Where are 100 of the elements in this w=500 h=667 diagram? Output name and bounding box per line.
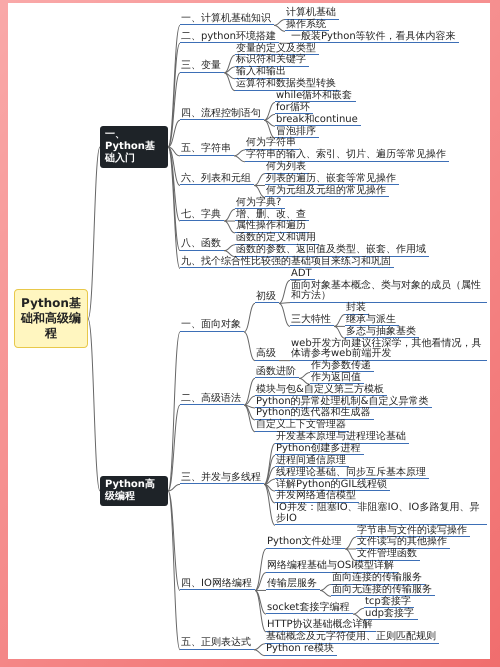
branch-connector	[264, 114, 276, 121]
subtopic-label: 何为列表	[265, 162, 309, 174]
subtopic-label: 面向连接的传输服务	[331, 573, 425, 584]
subtopic-label: udp套接字	[364, 608, 418, 620]
subtopic-label: 五、正则表达式	[180, 638, 254, 650]
subtopic-label: 二、python环境搭建	[180, 32, 279, 44]
subtopic-label: Python的迭代器和生成器	[255, 408, 374, 420]
subtopic-label: 属性操作和遍历	[235, 221, 309, 233]
branch-connector	[254, 184, 266, 198]
branch-connector	[274, 19, 286, 26]
main-topic-box: 一、Python基础入门	[100, 126, 168, 168]
subtopic-label: 文件管理函数	[356, 549, 420, 561]
subtopic-label: 何为字典?	[235, 198, 285, 210]
subtopic-label: HTTP协议基础概念详解	[266, 620, 376, 632]
subtopic-label: Python创建多进程	[275, 444, 364, 456]
branch-connector	[224, 66, 236, 74]
branch-connector	[298, 372, 310, 379]
subtopic-label: web开发方向建议往深学，其他看情况，具体请参考web前端开发	[290, 338, 487, 361]
branch-connector	[344, 536, 356, 550]
branch-connector	[224, 220, 236, 234]
branch-connector	[168, 72, 180, 148]
subtopic-label: 三、并发与多线程	[180, 472, 264, 484]
branch-connector	[168, 404, 180, 492]
subtopic-label: 标识符和关键字	[235, 55, 309, 67]
branch-connector	[254, 590, 266, 591]
branch-connector	[264, 120, 276, 139]
subtopic-label: 模块与包&自定义第三方模板	[255, 384, 387, 396]
subtopic-label: 一、面向对象	[180, 320, 244, 332]
subtopic-label: 开发基本原理与进程理论基础	[275, 432, 409, 444]
subtopic-label: 封装	[345, 303, 369, 315]
subtopic-label: 五、字符串	[180, 144, 234, 156]
branch-connector	[274, 24, 286, 32]
subtopic-label: 九、找个综合性比较强的基础项目来练习和巩固	[180, 256, 394, 268]
branch-connector	[264, 484, 276, 526]
subtopic-label: 三大特性	[290, 314, 334, 326]
subtopic-label: 文件读写的其他操作	[356, 537, 450, 549]
subtopic-label: ADT	[290, 268, 315, 280]
subtopic-label: Python文件处理	[266, 537, 345, 549]
branch-connector	[168, 490, 180, 591]
subtopic-label: 一般装Python等软件，看具体内容来	[290, 32, 459, 44]
branch-connector	[254, 572, 266, 591]
branch-connector	[320, 590, 332, 597]
branch-connector	[320, 584, 332, 591]
subtopic-label: 六、列表和元组	[180, 174, 254, 186]
subtopic-label: 运算符和数据类型转换	[235, 79, 339, 91]
branch-connector	[352, 608, 364, 615]
branch-connector	[224, 72, 236, 80]
subtopic-label: 自定义上下文管理器	[255, 420, 349, 432]
branch-connector	[278, 302, 290, 327]
subtopic-label: 列表的遍历、嵌套等常见操作	[265, 174, 399, 186]
subtopic-label: 七、字典	[180, 210, 224, 222]
branch-connector	[254, 548, 266, 591]
branch-connector	[278, 42, 290, 44]
branch-connector	[334, 314, 346, 327]
branch-connector	[244, 396, 256, 406]
branch-connector	[264, 466, 276, 485]
subtopic-label: 进程间通信原理	[275, 456, 349, 468]
branch-connector	[168, 146, 180, 186]
branch-connector	[224, 208, 236, 222]
subtopic-label: while循环和嵌套	[275, 90, 356, 102]
subtopic-label: 高级	[255, 349, 279, 361]
branch-connector	[334, 326, 346, 339]
subtopic-label: 一、计算机基础知识	[180, 14, 274, 26]
branch-connector	[168, 120, 180, 148]
branch-connector	[88, 318, 100, 492]
branch-connector	[264, 120, 276, 127]
branch-connector	[234, 155, 246, 162]
subtopic-label: 函数进阶	[255, 366, 299, 378]
branch-connector	[254, 590, 266, 632]
subtopic-label: 并发网络通信模型	[275, 491, 359, 503]
branch-connector	[244, 378, 256, 406]
subtopic-label: Python re模块	[265, 644, 337, 656]
branch-connector	[278, 360, 290, 362]
subtopic-label: 三、变量	[180, 61, 224, 73]
subtopic-label: 作为返回值	[310, 372, 364, 384]
branch-connector	[224, 220, 236, 222]
branch-connector	[168, 490, 180, 650]
subtopic-label: 操作系统	[285, 20, 329, 32]
subtopic-label: 线程理论基础、同步互斥基本原理	[275, 468, 429, 480]
branch-connector	[264, 443, 276, 485]
branch-connector	[264, 454, 276, 485]
branch-connector	[168, 146, 180, 156]
subtopic-label: 字符串的输入、索引、切片、遍历等常见操作	[245, 150, 449, 162]
subtopic-label: 面向无连接的传输服务	[331, 584, 435, 596]
branch-connector	[224, 54, 236, 74]
branch-connector	[244, 331, 256, 362]
main-topic-box: Python高级编程	[100, 476, 168, 506]
branch-connector	[278, 302, 290, 304]
subtopic-label: 继承与派生	[345, 314, 399, 326]
branch-connector	[264, 102, 276, 121]
subtopic-label: socket套接字编程	[266, 602, 353, 614]
branch-connector	[344, 548, 356, 550]
subtopic-label: 四、流程控制语句	[180, 108, 264, 120]
subtopic-label: 输入和输出	[235, 67, 289, 79]
subtopic-label: 计算机基础	[285, 8, 339, 20]
branch-connector	[264, 484, 276, 492]
branch-connector	[334, 326, 346, 327]
branch-connector	[168, 146, 180, 222]
branch-connector	[168, 484, 180, 492]
branch-connector	[224, 244, 236, 252]
